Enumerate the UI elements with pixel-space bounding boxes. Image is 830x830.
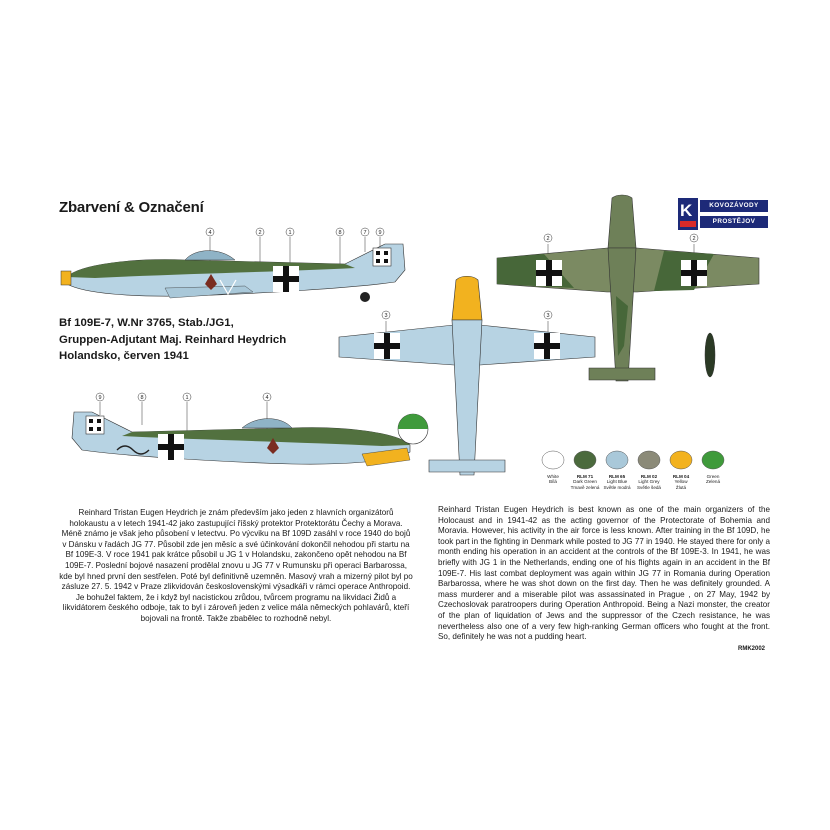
description-english: Reinhard Tristan Eugen Heydrich is best … <box>438 505 770 642</box>
swatch-label: Green Zelená <box>696 474 730 485</box>
logo-stripe <box>680 221 696 227</box>
caption-line: Bf 109E-7, W.Nr 3765, Stab./JG1, <box>59 317 234 329</box>
callout-number: 1 <box>288 230 291 236</box>
callout-number: 2 <box>258 230 261 236</box>
top-view: 2 2 <box>496 194 760 382</box>
callout-number: 2 <box>692 236 695 242</box>
callout-number: 9 <box>98 395 101 401</box>
swatch-name: Dark Green <box>573 479 597 485</box>
swatch-name-cz: Tmavě zelená <box>570 484 600 490</box>
callout-number: 2 <box>546 236 549 242</box>
swatch-name-cz: Zelená <box>705 479 721 485</box>
callout-number: 1 <box>185 395 188 401</box>
swatch-green <box>701 450 725 470</box>
swatch-name-cz: Žlutá <box>675 484 687 490</box>
swatch-name: Yellow <box>674 479 688 485</box>
description-czech: Reinhard Tristan Eugen Heydrich je znám … <box>59 508 413 623</box>
swatch-label: RLM 71 Dark Green Tmavě zelená <box>568 474 602 490</box>
swatch-white <box>541 450 565 470</box>
swatch-rlm71 <box>573 450 597 470</box>
swatch-name-cz: Bílá <box>549 479 557 485</box>
callout-number: 8 <box>338 230 341 236</box>
logo-letter: K <box>680 201 693 220</box>
callout-number: 4 <box>265 395 268 401</box>
swatch-code: RLM 04 <box>672 474 690 479</box>
kovozavody-logo: K KOVOZÁVODY PROSTĚJOV <box>678 198 768 230</box>
callout-number: 4 <box>208 230 211 236</box>
swatch-label: RLM 02 Light Grey Světle šedá <box>632 474 666 490</box>
callout-number: 9 <box>378 230 381 236</box>
page-title: Zbarvení & Označení <box>59 199 204 216</box>
swatch-name: Light Blue <box>606 479 628 485</box>
product-code: RMK2002 <box>738 646 766 652</box>
left-profile-view: 4 2 1 8 7 9 <box>60 227 406 302</box>
prop-detail <box>704 332 716 378</box>
swatch-label: White Bílá <box>536 474 570 485</box>
logo-bottom-text: PROSTĚJOV <box>700 216 768 228</box>
swatch-name: White <box>547 474 559 479</box>
swatch-name-cz: Světle modrá <box>603 484 631 490</box>
caption-line: Gruppen-Adjutant Maj. Reinhard Heydrich <box>59 333 287 346</box>
swatch-rlm04 <box>669 450 693 470</box>
swatch-rlm65 <box>605 450 629 470</box>
color-swatches <box>541 450 725 470</box>
right-profile-view: 9 8 1 4 <box>71 392 411 467</box>
underside-view: 3 3 <box>338 275 596 476</box>
swatch-label: RLM 65 Light Blue Světle modrá <box>600 474 634 490</box>
callout-number: 3 <box>546 313 549 319</box>
swatch-name-cz: Světle šedá <box>636 484 661 490</box>
swatch-code: RLM 02 <box>640 474 658 479</box>
swatch-code: RLM 71 <box>576 474 594 479</box>
callout-number: 7 <box>363 230 366 236</box>
callout-number: 3 <box>384 313 387 319</box>
spinner-front-view <box>397 413 429 445</box>
logo-top-text: KOVOZÁVODY <box>700 200 768 212</box>
swatch-code: RLM 65 <box>608 474 626 479</box>
aircraft-caption: Bf 109E-7, W.Nr 3765, Stab./JG1, Gruppen… <box>59 315 286 365</box>
swatch-label: RLM 04 Yellow Žlutá <box>664 474 698 490</box>
swatch-name: Green <box>706 474 720 479</box>
swatch-rlm02 <box>637 450 661 470</box>
swatch-name: Light Grey <box>638 479 660 485</box>
caption-line: Holandsko, červen 1941 <box>59 350 189 362</box>
callout-number: 8 <box>140 395 143 401</box>
